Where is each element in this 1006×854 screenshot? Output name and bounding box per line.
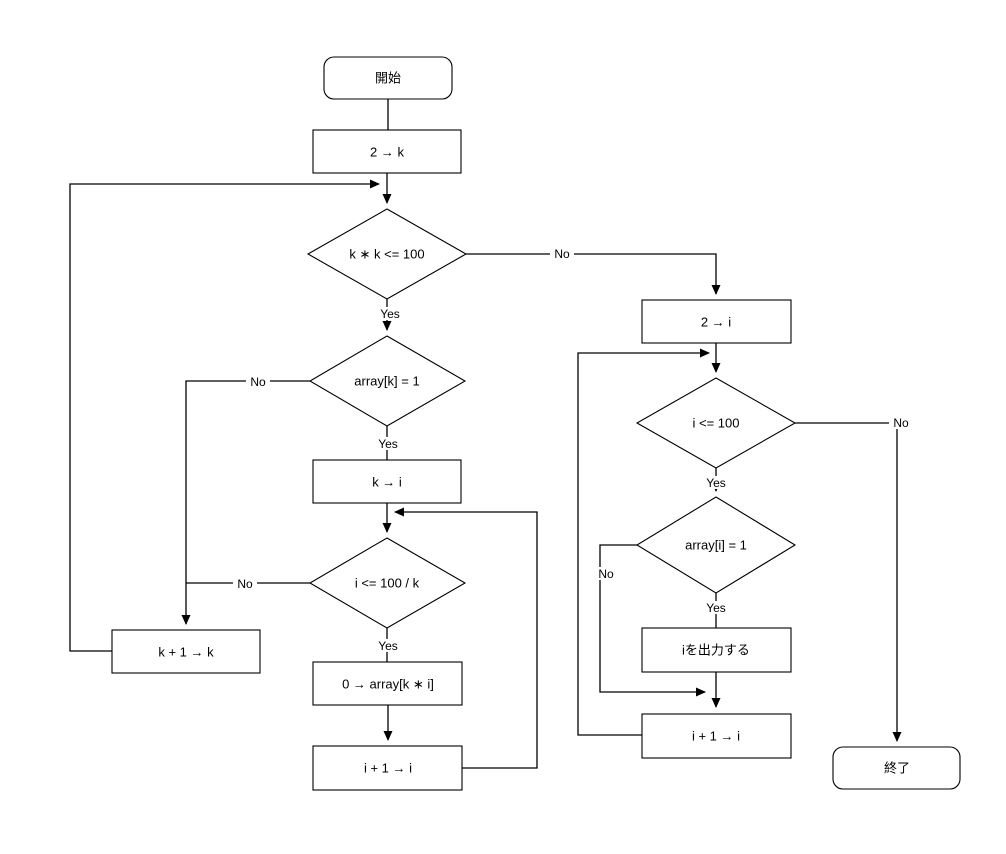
node-inc-i-right: i + 1 → i: [641, 713, 792, 759]
node-set-k-2: 2 → k: [312, 129, 462, 174]
node-start: 開始: [323, 56, 453, 100]
node-set-i-k-label: k → i: [372, 475, 402, 490]
svg-text:Yes: Yes: [378, 639, 398, 653]
edge-labels: Yes No Yes No Yes No Yes No: [233, 247, 913, 653]
node-end: 終了: [832, 746, 961, 790]
nodes: 開始 2 → k k ∗ k <= 100 array[k] = 1 k → i…: [111, 56, 961, 791]
node-cond-array-i: array[i] = 1: [635, 496, 797, 594]
node-inc-k-label: k + 1 → k: [158, 645, 214, 660]
node-output-i: iを出力する: [641, 627, 792, 673]
edge-label-arrk-no: No: [246, 375, 270, 389]
edge-label-i100-yes: Yes: [702, 476, 730, 490]
node-inc-i-right-label: i + 1 → i: [692, 729, 740, 744]
edge-condkk-no: [466, 253, 721, 295]
node-cond-kk: k ∗ k <= 100: [306, 208, 468, 300]
edge-inci-left-loopback: [394, 507, 538, 769]
node-inc-i-left-label: i + 1 → i: [364, 761, 412, 776]
svg-text:No: No: [598, 567, 614, 581]
edge-label-kk-no: No: [550, 247, 574, 261]
node-inc-i-left: i + 1 → i: [312, 745, 463, 791]
edge-label-arri-yes: Yes: [702, 601, 730, 615]
node-set-array-0-label: 0 → array[k ∗ i]: [342, 677, 434, 692]
svg-text:Yes: Yes: [380, 307, 400, 321]
edge-label-arrk-yes: Yes: [374, 437, 402, 451]
svg-text:Yes: Yes: [378, 437, 398, 451]
node-cond-array-k-label: array[k] = 1: [354, 374, 419, 389]
node-cond-kk-label: k ∗ k <= 100: [349, 247, 424, 262]
edge-inci-right-loopback: [577, 348, 710, 736]
edge-label-i100k-no: No: [233, 577, 257, 591]
node-cond-i100-label: i <= 100: [693, 416, 740, 431]
node-set-i-2-label: 2 → i: [701, 315, 731, 330]
node-cond-array-k: array[k] = 1: [308, 335, 467, 427]
node-cond-array-i-label: array[i] = 1: [685, 538, 747, 553]
node-cond-i100k-label: i <= 100 / k: [355, 576, 420, 591]
edges: [69, 99, 902, 769]
edge-label-i100k-yes: Yes: [374, 639, 402, 653]
edge-label-kk-yes: Yes: [376, 307, 404, 321]
svg-text:Yes: Yes: [706, 476, 726, 490]
node-set-i-k: k → i: [312, 459, 462, 504]
edge-condi100-no: [795, 422, 902, 742]
svg-text:No: No: [250, 375, 266, 389]
svg-text:Yes: Yes: [706, 601, 726, 615]
node-set-i-2: 2 → i: [641, 299, 792, 344]
node-end-label: 終了: [884, 761, 910, 776]
node-set-k-2-label: 2 → k: [370, 145, 404, 160]
svg-text:No: No: [893, 416, 909, 430]
node-start-label: 開始: [375, 71, 401, 86]
svg-text:No: No: [554, 247, 570, 261]
node-inc-k: k + 1 → k: [111, 629, 261, 674]
edge-inck-loopback: [69, 179, 380, 652]
svg-text:No: No: [237, 577, 253, 591]
node-set-array-0: 0 → array[k ∗ i]: [312, 661, 463, 706]
edge-label-arri-no: No: [594, 567, 618, 581]
node-cond-i100: i <= 100: [635, 377, 797, 469]
node-output-i-label: iを出力する: [682, 643, 750, 658]
node-cond-i100k: i <= 100 / k: [308, 537, 467, 629]
edge-label-i100-no: No: [889, 416, 913, 430]
edge-condarri-no: [599, 544, 706, 697]
